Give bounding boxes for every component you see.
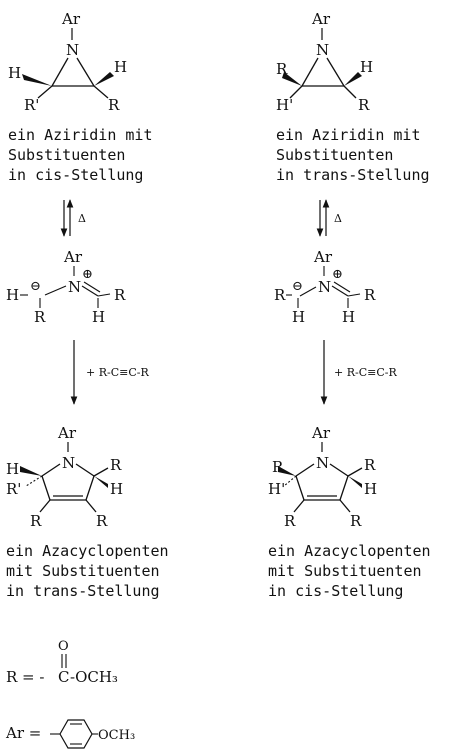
svg-text:R: R [108,96,120,114]
heat-label: Δ [78,212,86,225]
svg-text:R: R [276,60,288,78]
alkyne-reagent: + R-C≡C-R [86,366,149,379]
svg-text:N: N [316,454,329,472]
carbonyl-carbon: C [58,668,69,686]
svg-text:R: R [364,456,376,474]
azomethine-ylide-left: Ar N ⊕ H ⊖ R R H [6,248,126,326]
svg-text:ein Aziridin mit: ein Aziridin mit [276,126,421,144]
svg-text:R = -: R = - [6,668,44,686]
svg-text:H: H [8,64,21,82]
svg-text:Ar =: Ar = [5,724,41,742]
azacyclopentene-trans-structure: Ar N H R' R H R R [6,424,123,530]
svg-text:R: R [96,512,108,530]
equilibrium-arrow: Δ [60,199,86,237]
aziridine-trans-structure: Ar N R H' H R [276,10,373,114]
heat-label: Δ [334,212,342,225]
svg-text:R': R' [6,480,21,498]
reaction-arrow: + R-C≡C-R [320,340,397,405]
minus-charge: ⊖ [292,279,303,294]
svg-text:in trans-Stellung: in trans-Stellung [6,582,160,600]
svg-text:H: H [92,308,105,326]
wedge-bond [94,72,114,86]
svg-text:in cis-Stellung: in cis-Stellung [8,166,143,184]
svg-text:R: R [34,308,46,326]
azacyclopentene-cis-structure: Ar N R H' R H R R [268,424,377,530]
caption-azacyclopentene-trans: ein Azacyclopenten mit Substituenten in … [6,542,169,600]
svg-text:R: R [350,512,362,530]
svg-text:R': R' [24,96,39,114]
svg-text:R: R [110,456,122,474]
plus-charge: ⊕ [332,267,343,282]
svg-text:ein Azacyclopenten: ein Azacyclopenten [6,542,169,560]
svg-text:R: R [274,286,286,304]
svg-text:H: H [364,480,377,498]
plus-charge: ⊕ [82,267,93,282]
svg-text:H: H [6,460,19,478]
svg-text:Ar: Ar [311,424,331,442]
carbonyl-oxygen: O [58,639,69,654]
nitrogen-label: N [66,41,79,59]
svg-text:R: R [30,512,42,530]
svg-text:H': H' [268,480,285,498]
caption-aziridine-cis: ein Aziridin mit Substituenten in cis-St… [8,126,153,184]
svg-text:mit Substituenten: mit Substituenten [268,562,422,580]
svg-text:in cis-Stellung: in cis-Stellung [268,582,403,600]
svg-text:R: R [272,458,284,476]
methoxy-group: -OCH₃ [70,668,118,686]
svg-text:N: N [68,278,81,296]
legend-ar-definition: Ar = OCH₃ [5,719,135,749]
aziridine-cis-structure: Ar N H R' H R [8,10,127,114]
svg-text:N: N [62,454,75,472]
equilibrium-arrow: Δ [316,199,342,237]
svg-text:R: R [284,512,296,530]
svg-text:mit Substituenten: mit Substituenten [6,562,160,580]
svg-text:Ar: Ar [311,10,331,28]
minus-charge: ⊖ [30,279,41,294]
caption-aziridine-trans: ein Aziridin mit Substituenten in trans-… [276,126,430,184]
svg-text:Ar: Ar [57,424,77,442]
svg-text:R: R [114,286,126,304]
methoxy-group: OCH₃ [98,728,135,743]
svg-text:N: N [318,278,331,296]
svg-text:ein Aziridin mit: ein Aziridin mit [8,126,153,144]
svg-text:N: N [316,41,329,59]
svg-text:Ar: Ar [63,248,83,266]
svg-text:H: H [342,308,355,326]
alkyne-reagent: + R-C≡C-R [334,366,397,379]
aryl-label: Ar [61,10,81,28]
svg-text:H': H' [276,96,293,114]
legend-r-definition: R = - O C -OCH₃ [6,639,118,686]
svg-text:R: R [364,286,376,304]
svg-text:Substituenten: Substituenten [8,146,125,164]
svg-text:H: H [360,58,373,76]
wedge-bond [22,74,52,86]
svg-text:H: H [292,308,305,326]
caption-azacyclopentene-cis: ein Azacyclopenten mit Substituenten in … [268,542,431,600]
svg-text:Ar: Ar [313,248,333,266]
azomethine-ylide-right: Ar N ⊕ R ⊖ H R H [274,248,376,326]
svg-text:ein Azacyclopenten: ein Azacyclopenten [268,542,431,560]
svg-text:Substituenten: Substituenten [276,146,393,164]
svg-text:in trans-Stellung: in trans-Stellung [276,166,430,184]
svg-text:H: H [110,480,123,498]
svg-text:R: R [358,96,370,114]
reaction-arrow: + R-C≡C-R [70,340,149,405]
svg-text:H: H [114,58,127,76]
svg-text:H: H [6,286,19,304]
